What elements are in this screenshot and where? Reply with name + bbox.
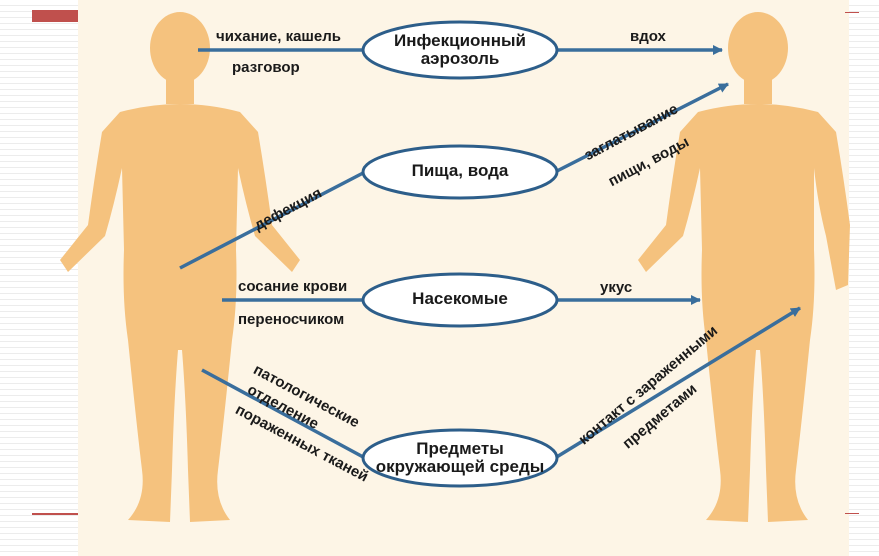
label-inhale: вдох	[630, 29, 666, 44]
node-aerosol: Инфекционный аэрозоль	[393, 32, 527, 68]
node-insects: Насекомые	[393, 290, 527, 308]
node-objects: Предметы окружающей среды	[373, 440, 547, 476]
label-talk: разговор	[232, 60, 300, 75]
label-sneeze: чихание, кашель	[216, 29, 341, 44]
right-person-figure	[638, 12, 850, 522]
node-food: Пища, вода	[393, 162, 527, 180]
label-bite: укус	[600, 280, 632, 295]
label-carrier: переносчиком	[238, 312, 344, 327]
label-blood: сосание крови	[238, 279, 347, 294]
nodes	[363, 22, 557, 486]
